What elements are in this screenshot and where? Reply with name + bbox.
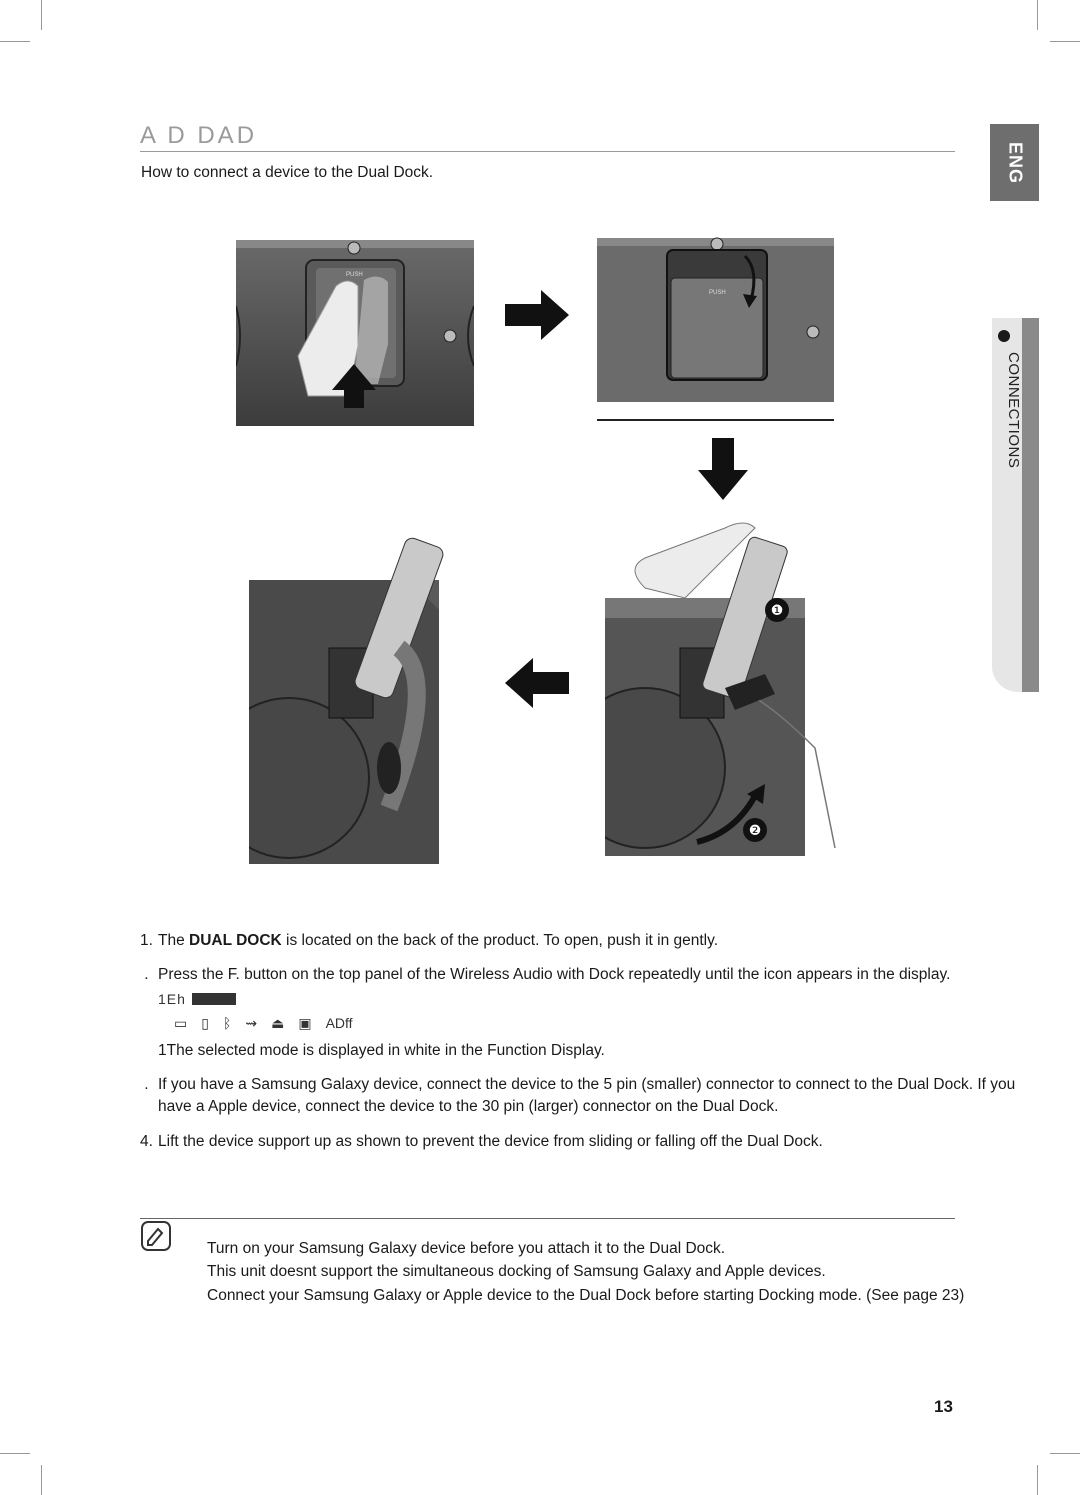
crop-mark	[41, 1465, 42, 1495]
language-tab: ENG	[990, 124, 1039, 201]
crop-mark	[1037, 1465, 1038, 1495]
section-title: A D DAD	[140, 122, 258, 149]
step-number: 1.	[140, 932, 153, 949]
note-item: This unit doesnt support the simultaneou…	[207, 1263, 826, 1281]
crop-mark	[0, 1453, 30, 1454]
crop-mark	[0, 41, 30, 42]
tv-icon: ▭	[174, 1015, 188, 1032]
crop-mark	[1050, 1453, 1080, 1454]
step-3: . If you have a Samsung Galaxy device, c…	[140, 1074, 1020, 1119]
step-2-note: 1Eh	[158, 989, 1020, 1009]
push-label: PUSH	[709, 290, 726, 296]
dock-icon: ▣	[298, 1015, 312, 1032]
step-number: .	[140, 966, 149, 984]
title-divider	[140, 151, 955, 152]
section-tab-label: CONNECTIONS	[1005, 352, 1022, 469]
language-label: ENG	[1005, 141, 1025, 184]
step-number: .	[140, 1076, 149, 1093]
usb-icon: ⇝	[245, 1015, 258, 1032]
callout-1: ❶	[771, 603, 784, 619]
arrow-left-icon	[505, 658, 569, 708]
phone-icon: ▯	[201, 1015, 209, 1032]
callout-2: ❷	[749, 823, 762, 839]
intro-text: How to connect a device to the Dual Dock…	[141, 164, 434, 181]
illustration-device-docked	[249, 537, 444, 864]
note-divider	[140, 1218, 955, 1219]
step-1: 1. The DUAL DOCK is located on the back …	[140, 930, 1020, 952]
mode-sequence: ▭ ▯ ᛒ ⇝ ⏏ ▣ ADff	[174, 1013, 1020, 1033]
step-bold-text: DUAL DOCK	[189, 932, 282, 949]
section-tab: CONNECTIONS	[992, 318, 1039, 692]
illustration-insert-device: ❶ ❷	[605, 522, 836, 856]
notes-list: Turn on your Samsung Galaxy device befor…	[207, 1237, 967, 1307]
step-text: Lift the device support up as shown to p…	[158, 1132, 823, 1150]
mode-suffix: ADff	[325, 1015, 353, 1032]
garbled-bar-icon	[191, 993, 236, 1006]
airplay-icon: ⏏	[271, 1015, 285, 1032]
step-text: The	[158, 932, 190, 949]
bullet-icon	[998, 330, 1010, 342]
note-item: Connect your Samsung Galaxy or Apple dev…	[207, 1286, 965, 1304]
crop-mark	[1050, 41, 1080, 42]
push-label: PUSH	[346, 272, 363, 278]
step-text: Press the F. button on the top panel of …	[158, 966, 951, 984]
note-icon	[141, 1221, 171, 1251]
selected-mode-note: 1The selected mode is displayed in white…	[158, 1041, 605, 1059]
garbled-text: 1Eh	[158, 990, 186, 1007]
page-number: 13	[934, 1397, 953, 1416]
arrow-right-icon	[505, 290, 569, 340]
arrow-down-icon	[698, 438, 748, 500]
illustration-push-cover: PUSH	[236, 240, 474, 426]
section-tab-bar	[1022, 318, 1039, 692]
instruction-steps: 1. The DUAL DOCK is located on the back …	[140, 930, 1020, 1165]
illustration-cover-open: PUSH	[597, 237, 834, 421]
step-text: If you have a Samsung Galaxy device, con…	[158, 1076, 1016, 1116]
bluetooth-icon: ᛒ	[222, 1015, 232, 1032]
crop-mark	[41, 0, 42, 30]
step-text: is located on the back of the product. T…	[281, 932, 719, 949]
crop-mark	[1037, 0, 1038, 30]
step-number: 4.	[140, 1132, 153, 1150]
note-item: Turn on your Samsung Galaxy device befor…	[207, 1240, 726, 1257]
step-4: 4. Lift the device support up as shown t…	[140, 1131, 1020, 1153]
step-2: . Press the F. button on the top panel o…	[140, 964, 1020, 1062]
